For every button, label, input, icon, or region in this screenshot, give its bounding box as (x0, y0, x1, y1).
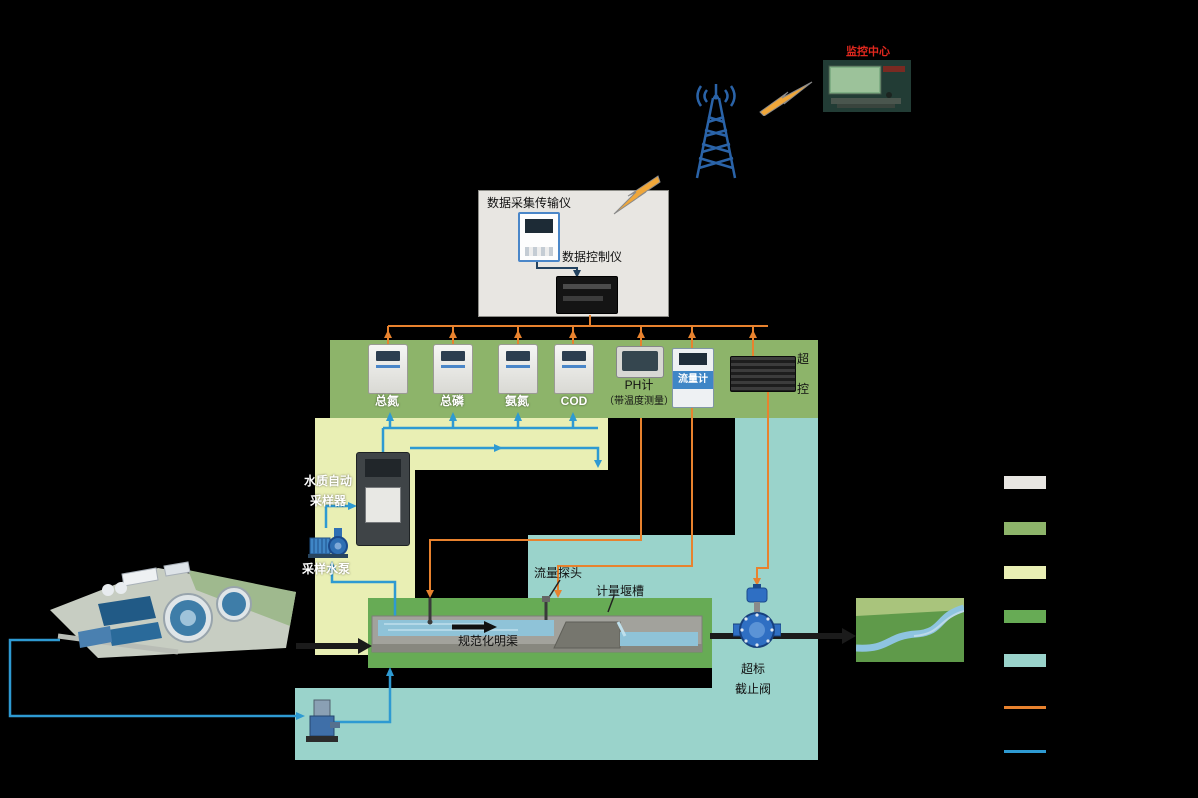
legend-swatch-gray-area (1004, 476, 1046, 489)
data-controller-label: 数据控制仪 (562, 250, 623, 264)
sampler-yellow-area-horizontal (415, 418, 608, 470)
cutoff-valve-label-line1: 超标 (741, 662, 766, 676)
sampling-pump-label: 采样水泵 (302, 562, 351, 576)
auto-sampler-label-line2: 采样器 (310, 494, 347, 508)
overflow-controller-device (730, 356, 796, 392)
legend-swatch-teal-area (1004, 654, 1046, 667)
flow-probe-label: 流量探头 (534, 566, 583, 580)
blue-water-lines (8, 420, 600, 724)
datalogger-device (518, 212, 560, 262)
monitoring-center-label: 监控中心 (846, 46, 890, 58)
blue-arrowheads (296, 412, 602, 720)
teal-area-middle (528, 535, 745, 600)
datalogger-label: 数据采集传输仪 (487, 196, 572, 210)
black-flow-arrowheads (358, 628, 856, 654)
cutoff-valve-device (733, 584, 781, 648)
analyzer-label-cod: COD (560, 394, 588, 408)
radio-tower-icon (695, 84, 737, 179)
analyzer-cabinet-total-phosphorus (433, 344, 473, 394)
lightning-icon (613, 175, 661, 215)
auto-sampler-label-line1: 水质自动 (304, 474, 353, 488)
intake-pump-device (306, 699, 340, 742)
auto-sampler-window (365, 487, 401, 523)
open-channel-label: 规范化明渠 (458, 634, 519, 648)
legend-swatch-yellow-area (1004, 566, 1046, 579)
analyzer-label-total-phosphorus: 总磷 (439, 394, 464, 408)
measuring-weir-label: 计量堰槽 (596, 584, 645, 598)
data-controller-device (556, 276, 618, 314)
flow-meter-label: 流量计 (673, 371, 713, 389)
overflow-controller-label-line1: 超 (797, 352, 810, 366)
monitoring-center-photo (823, 60, 911, 112)
cutoff-valve-label-line2: 截止阀 (735, 682, 772, 696)
treatment-plant-photo (50, 561, 296, 658)
teal-area-bottom-band (295, 688, 818, 760)
ph-meter-label: PH计 (624, 378, 654, 392)
lightning-icon (759, 81, 813, 116)
internal-link-arrowhead (573, 270, 581, 278)
flow-meter-device: 流量计 (672, 348, 714, 408)
analyzer-cabinet-total-nitrogen (368, 344, 408, 394)
analyzer-label-total-nitrogen: 总氮 (374, 394, 399, 408)
teal-area-connector (712, 598, 735, 688)
ph-meter-sublabel: （带温度测量） (604, 396, 674, 407)
auto-sampler-device (356, 452, 410, 546)
legend-swatch-orange-signal-line (1004, 706, 1046, 709)
receiving-river-photo (856, 598, 964, 662)
analyzer-cabinet-cod (554, 344, 594, 394)
analyzer-cabinet-ammonia (498, 344, 538, 394)
legend-swatch-blue-water-line (1004, 750, 1046, 753)
overflow-controller-label-line2: 控 (797, 382, 810, 396)
analyzer-label-ammonia: 氨氮 (504, 394, 529, 408)
legend-swatch-channel-green-area (1004, 610, 1046, 623)
orange-arrowheads (384, 330, 761, 598)
ph-meter-device (616, 346, 664, 378)
sampling-pump-device (308, 528, 348, 558)
legend-swatch-green-area (1004, 522, 1046, 535)
orange-signal-lines (387, 315, 769, 596)
open-channel-graphic (371, 596, 703, 653)
